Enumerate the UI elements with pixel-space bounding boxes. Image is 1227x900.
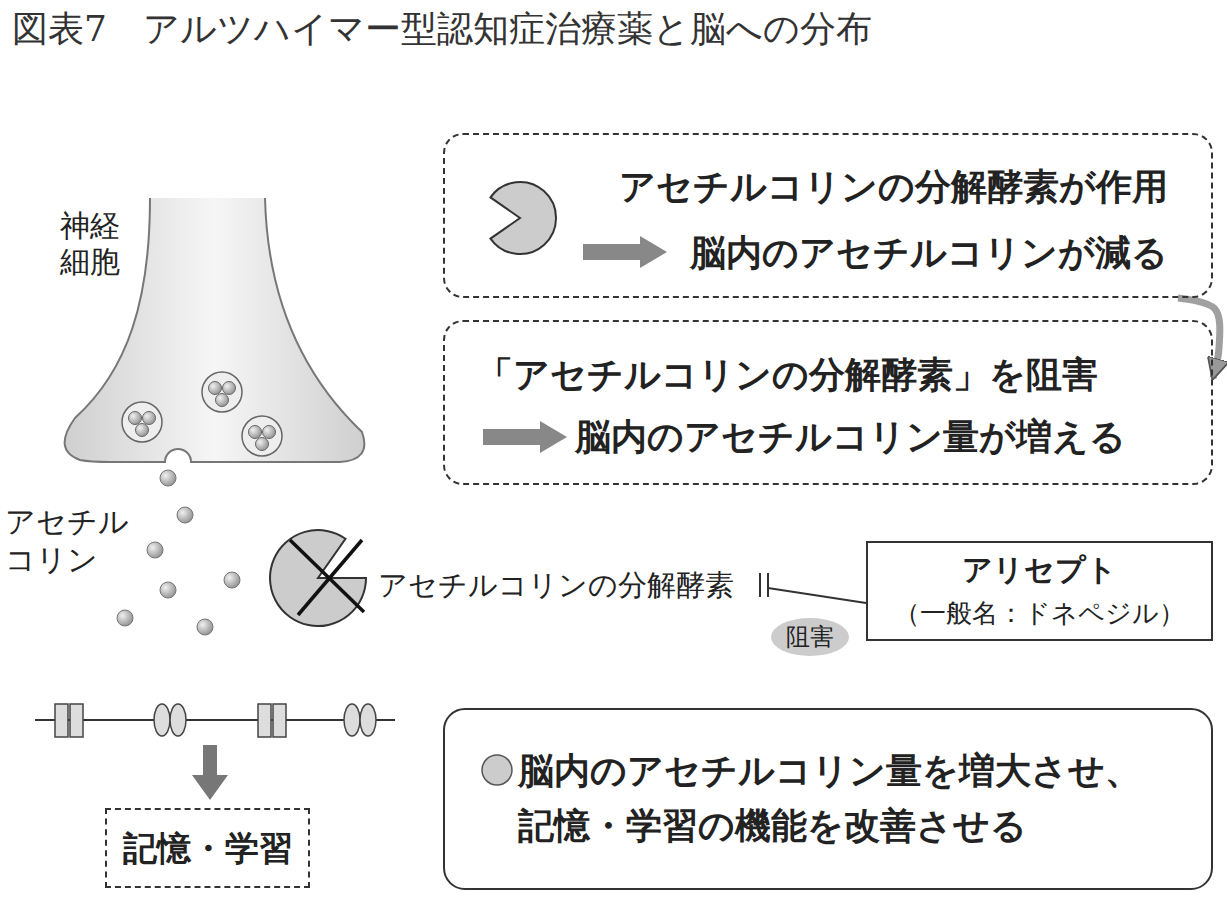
flow-arrow <box>1178 298 1220 378</box>
acetylcholine-dot <box>224 572 240 588</box>
inhibit-bar <box>767 573 769 597</box>
inhibit-ellipse: 阻害 <box>770 617 850 657</box>
figure-title: 図表7 アルツハイマー型認知症治療薬と脳への分布 <box>12 6 872 52</box>
acetylcholine-dot <box>160 582 176 598</box>
box-text: アセチルコリンの分解酵素が作用 <box>619 165 1168 209</box>
receptor-symbol <box>344 704 360 736</box>
transmitter-dot <box>223 382 236 395</box>
process-box: アセチルコリンの分解酵素が作用脳内のアセチルコリンが減る <box>443 133 1213 298</box>
vesicle <box>242 416 282 456</box>
transmitter-dot <box>136 424 149 437</box>
transmitter-dot <box>209 382 222 395</box>
receptor-symbol <box>258 704 271 737</box>
receptor-symbol <box>360 704 376 736</box>
vesicle-wall <box>242 416 282 456</box>
bullet-circle <box>482 755 512 785</box>
inhibit-bar <box>759 573 761 597</box>
receptor-symbol <box>70 704 83 737</box>
transmitter-dot <box>143 412 156 425</box>
acetylcholine-dot <box>117 610 133 626</box>
drug-box: アリセプト （一般名：ドネペジル） <box>866 541 1213 641</box>
box-text: 脳内のアセチルコリン量を増大させ、 記憶・学習の機能を改善させる <box>518 743 1152 853</box>
box-subtext: 脳内のアセチルコリン量が増える <box>575 415 1126 459</box>
label-wrap: アセチル コリン <box>5 503 134 579</box>
acetylcholine-dot <box>147 542 163 558</box>
title-wrap: 図表7 アルツハイマー型認知症治療薬と脳への分布 <box>12 6 872 52</box>
transmitter-dot <box>263 426 276 439</box>
box-text: 阻害 <box>786 621 834 653</box>
membrane-line <box>35 719 395 721</box>
box-text: アリセプト <box>962 551 1117 589</box>
box-text: 記憶・学習 <box>123 824 293 872</box>
transmitter-dot <box>256 438 269 451</box>
enzyme-icon <box>270 530 366 626</box>
box-text: 「アセチルコリンの分解酵素」を阻害 <box>477 353 1098 397</box>
vesicle-wall <box>202 372 242 412</box>
transmitter-dot <box>216 394 229 407</box>
receptor-membrane <box>35 704 395 737</box>
ellipse-shape <box>771 618 849 656</box>
part-label: アセチル コリン <box>5 503 134 579</box>
summary-box: 脳内のアセチルコリン量を増大させ、 記憶・学習の機能を改善させる <box>443 708 1213 890</box>
part-label: アセチルコリンの分解酵素 <box>378 567 734 603</box>
vesicle <box>122 402 162 442</box>
process-box: 「アセチルコリンの分解酵素」を阻害脳内のアセチルコリン量が増える <box>443 320 1213 485</box>
acetylcholine-dot <box>197 619 213 635</box>
acetylcholine-dot <box>177 507 193 523</box>
receptor-symbol <box>170 704 186 736</box>
inhibit-line <box>768 588 866 603</box>
part-label: 神経 細胞 <box>60 208 126 280</box>
transmitter-dot <box>129 412 142 425</box>
enzyme-icon <box>491 182 557 254</box>
receptor-symbol <box>273 704 286 737</box>
result-box: 記憶・学習 <box>105 808 310 888</box>
block-arrow <box>483 421 567 453</box>
cross-mark <box>298 540 362 615</box>
box-subtext: （一般名：ドネペジル） <box>894 595 1185 631</box>
receptor-symbol <box>55 704 68 737</box>
vesicle-wall <box>122 402 162 442</box>
acetylcholine-dot <box>160 470 176 486</box>
acetylcholine-dots <box>117 470 240 635</box>
vesicle <box>202 372 242 412</box>
label-wrap: 神経 細胞 <box>60 208 126 280</box>
block-arrow <box>583 236 667 268</box>
receptor-symbol <box>154 704 170 736</box>
label-wrap: アセチルコリンの分解酵素 <box>378 567 734 603</box>
down-arrow <box>192 745 228 800</box>
transmitter-dot <box>249 426 262 439</box>
box-subtext: 脳内のアセチルコリンが減る <box>690 231 1168 275</box>
